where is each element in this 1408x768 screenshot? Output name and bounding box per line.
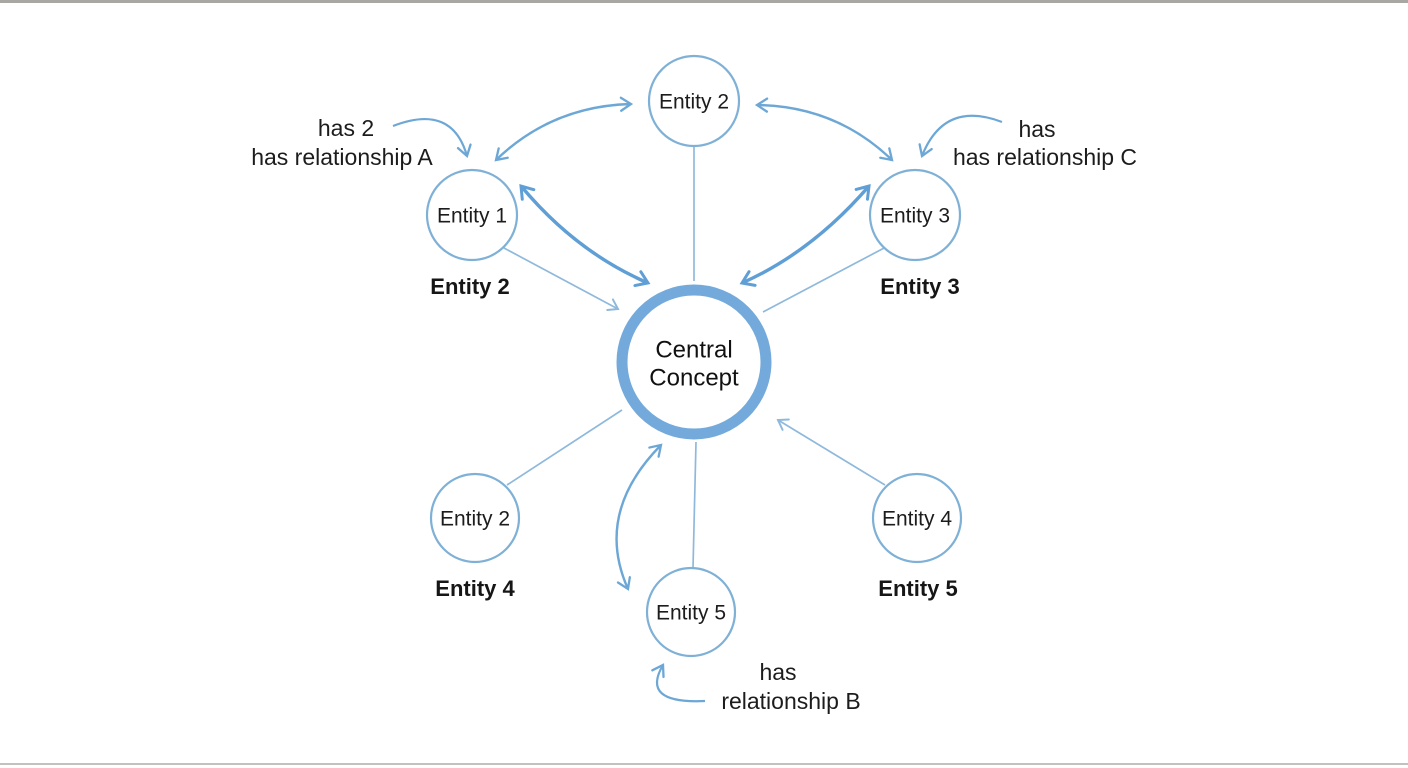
node-entity1 (425, 168, 519, 262)
node-entity5 (645, 566, 737, 658)
annotation-relationship-b-line1: has (759, 659, 796, 685)
central-concept-label-line2: Concept (649, 365, 739, 392)
bottom-divider (0, 763, 1408, 765)
annotation-arrow-relationship-a (392, 118, 472, 159)
annotation-relationship-a-line2: has relationship A (251, 144, 433, 170)
annotation-relationship-a-line1: has 2 (318, 115, 374, 141)
sublabel-under-entity1: Entity 2 (430, 274, 509, 299)
node-top-entity2 (647, 54, 741, 148)
node-label-entity5: Entity 5 (656, 602, 726, 625)
annotation-arrow-relationship-c (918, 114, 1003, 158)
node-label-entity1: Entity 1 (437, 205, 507, 228)
node-entity4 (871, 472, 963, 564)
annotation-relationship-c-line1: has (1018, 116, 1055, 142)
node-label-entity3: Entity 3 (880, 205, 950, 228)
curve-entity3-central-double-arrow (739, 183, 871, 287)
sublabel-under-lower-left-entity2: Entity 4 (435, 576, 515, 601)
annotation-relationship-b-line2: relationship B (721, 688, 860, 714)
sublabel-under-entity3: Entity 3 (880, 274, 959, 299)
curve-entity1-central-double-arrow (519, 183, 651, 288)
top-divider (0, 0, 1408, 3)
edge-entity4-to-central-arrow (776, 418, 886, 486)
central-concept-label-line1: Central (655, 337, 732, 364)
arc-entity1-entity2-double-arrow (494, 96, 634, 162)
edge-lower-left-entity2-to-central (506, 409, 623, 486)
edge-central-to-entity5 (692, 441, 697, 569)
node-label-entity4: Entity 4 (882, 508, 952, 531)
curve-central-entity5-double-arrow (615, 443, 663, 591)
node-central-concept (616, 284, 772, 440)
arc-entity2-entity3-double-arrow (754, 97, 894, 162)
node-label-lower-left-entity2: Entity 2 (440, 508, 510, 531)
annotation-relationship-c-line2: has relationship C (953, 144, 1137, 170)
node-label-top-entity2: Entity 2 (659, 91, 729, 114)
node-lower-left-entity2 (429, 472, 521, 564)
sublabel-under-entity4: Entity 5 (878, 576, 957, 601)
node-entity3 (868, 168, 962, 262)
annotation-arrow-relationship-b (651, 663, 706, 703)
edge-entity3-to-central (762, 246, 887, 313)
